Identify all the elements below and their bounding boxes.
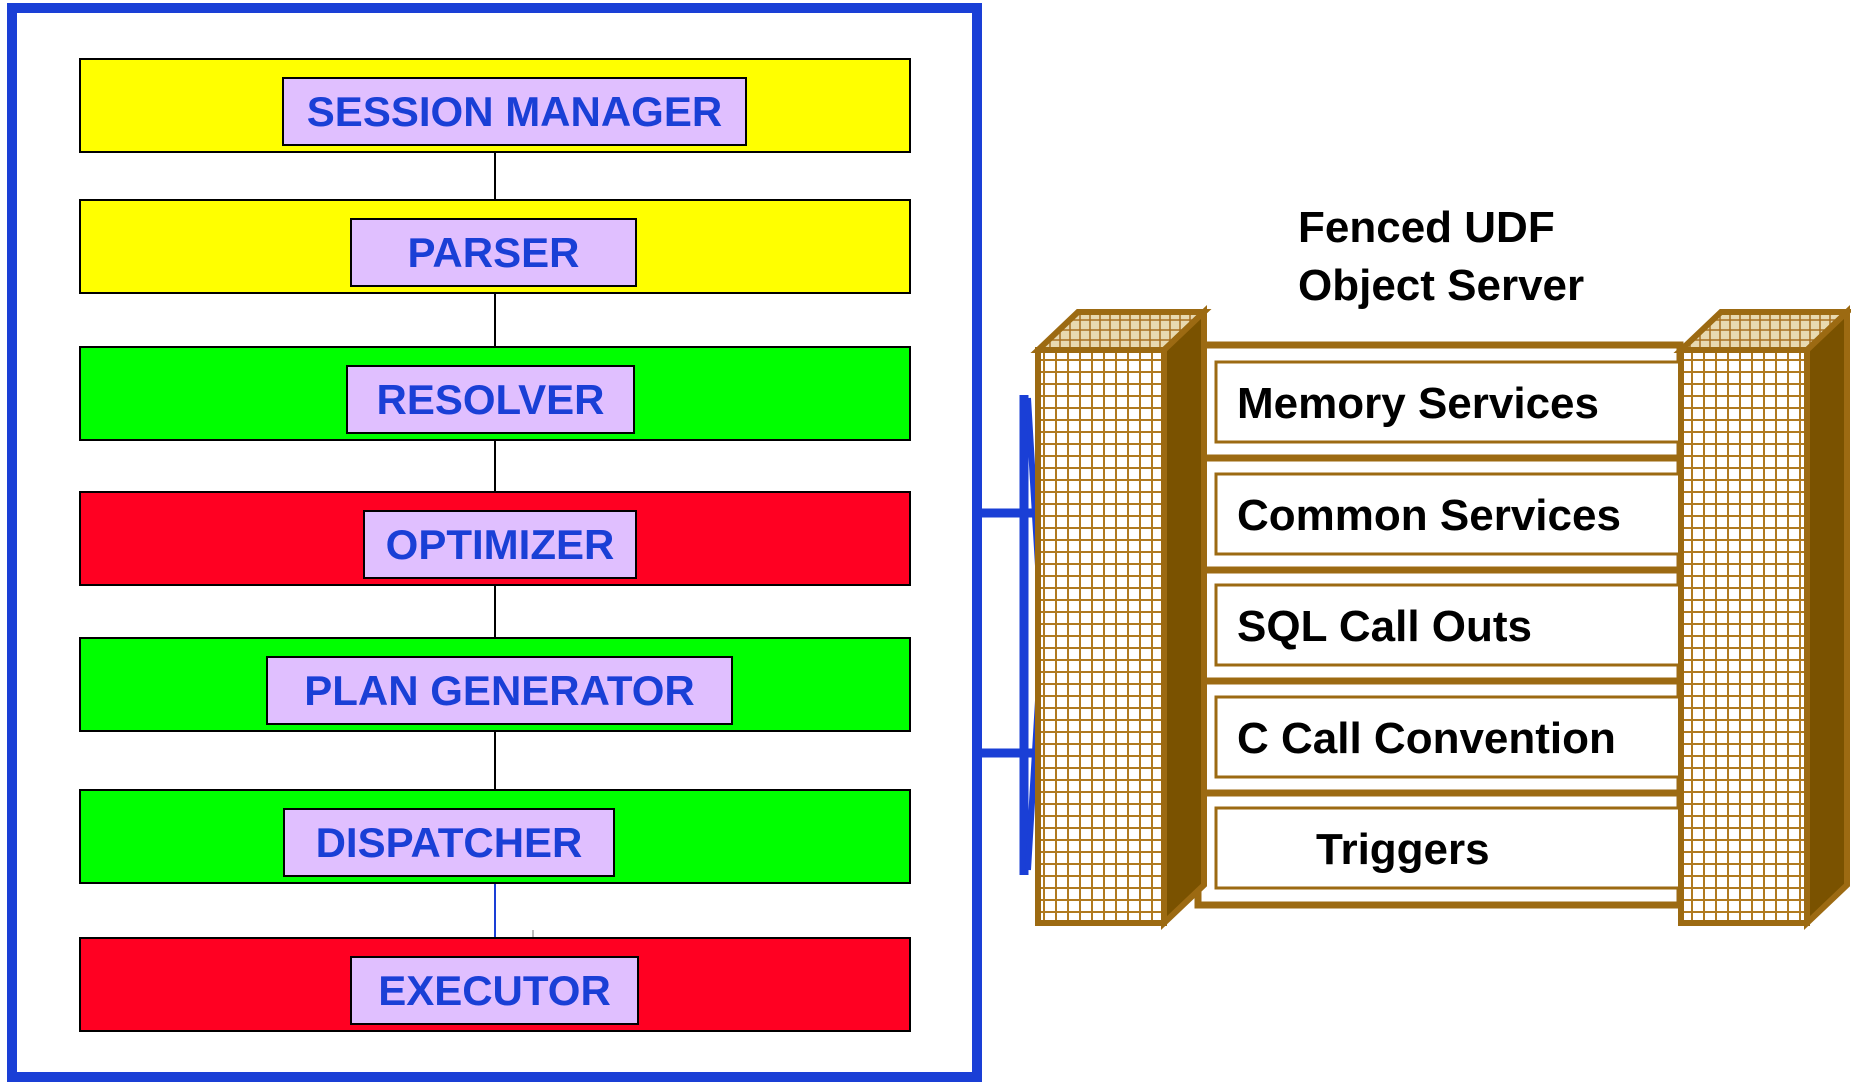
service-band: [1214, 695, 1682, 779]
left-pillar: [1030, 305, 1212, 930]
service-band: [1214, 472, 1682, 556]
service-label: SQL Call Outs: [1237, 602, 1532, 651]
stage-label: EXECUTOR: [378, 967, 611, 1014]
pipeline-stages: SESSION MANAGER PARSER RESOLVER OPTIMIZER PL…: [79, 58, 911, 1032]
stage-label: OPTIMIZER: [386, 521, 615, 568]
stage-label-box: [350, 218, 637, 287]
service-label: Memory Services: [1237, 379, 1599, 428]
service-band: [1214, 806, 1682, 890]
stage-label: PLAN GENERATOR: [304, 667, 694, 714]
service-band: [1214, 360, 1682, 444]
service-label: C Call Convention: [1237, 714, 1616, 763]
right-pillar: [1673, 305, 1851, 930]
stage-label: SESSION MANAGER: [307, 88, 722, 135]
service-label: Common Services: [1237, 491, 1621, 540]
server-title-line1: Fenced UDF: [1298, 203, 1555, 252]
service-band: [1214, 583, 1682, 667]
service-label: Triggers: [1316, 825, 1490, 874]
stage-label-box: [363, 510, 637, 579]
server-connector-bracket: [980, 395, 1046, 875]
stage-label-box: [266, 656, 733, 725]
stage-label-box: [282, 77, 747, 146]
stage-label-box: [346, 365, 635, 434]
stage-label: RESOLVER: [377, 376, 605, 423]
server-title-line2: Object Server: [1298, 261, 1584, 310]
stage-label: DISPATCHER: [316, 819, 583, 866]
stage-label-box: [283, 808, 615, 877]
stage-label: PARSER: [408, 229, 580, 276]
stage-label-box: [350, 956, 639, 1025]
